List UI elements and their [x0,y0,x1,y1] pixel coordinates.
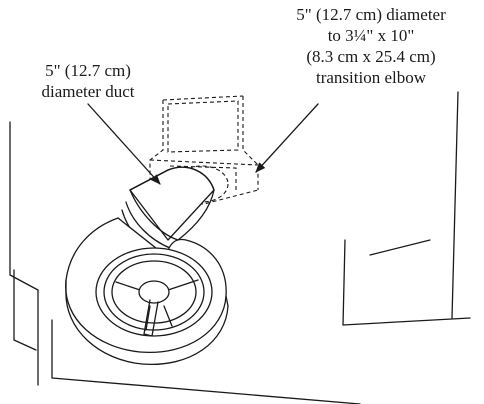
elbow-label-line-4: transition elbow [315,68,426,87]
elbow-label-line-3: (8.3 cm x 25.4 cm) [306,47,436,66]
elbow-label: 5" (12.7 cm) diameter to 3¼" x 10" (8.3 … [258,4,484,88]
duct-label-line-1: 5" (12.7 cm) [45,61,131,80]
blower-housing [65,217,229,366]
elbow-label-line-2: to 3¼" x 10" [327,26,415,45]
transition-elbow [149,95,259,205]
elbow-label-line-1: 5" (12.7 cm) diameter [296,5,446,24]
elbow-leader-arrow [255,103,319,173]
duct-pipe [117,166,215,265]
duct-leader-arrow [87,103,161,185]
duct-label-line-2: diameter duct [41,82,135,101]
duct-label: 5" (12.7 cm) diameter duct [0,60,176,102]
appliance-cabinet [9,91,471,404]
